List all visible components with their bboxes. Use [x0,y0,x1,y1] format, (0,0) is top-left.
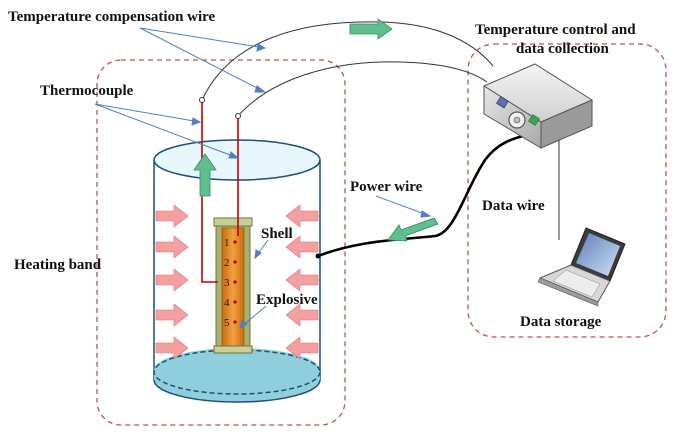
shell-cap [213,217,253,227]
point-dot-2 [233,260,237,264]
power-flow-arrow [387,217,439,242]
cylinder-wall [153,160,321,380]
point-dot-3 [233,280,237,284]
power-cable-terminal [315,253,321,259]
heating-arrows-right [285,204,319,360]
point-dot-1 [233,240,237,244]
label-temperature-compensation-wire: Temperature compensation wire [8,9,216,25]
point-dot-4 [233,300,237,304]
measurement-points: 1 2 3 4 5 [224,237,237,329]
heating-enclosure [96,59,346,426]
controller-box-icon [482,63,594,149]
label-temperature-control-line1: Temperature control and [475,22,636,38]
point-label-5: 5 [224,317,230,329]
label-thermocouple: Thermocouple [40,83,134,99]
shell-foot [213,345,253,354]
cylinder-base [153,349,321,395]
compensation-wire-inner [237,61,488,117]
label-data-wire: Data wire [482,198,545,214]
point-dot-5 [233,320,237,324]
label-temperature-control-line2: data collection [516,41,610,57]
laptop-icon [537,227,626,307]
wire-junction-2 [235,113,241,119]
label-shell: Shell [261,226,293,242]
power-cable [317,133,528,258]
wire-junction-1 [199,97,205,103]
point-label-1: 1 [224,237,230,249]
point-label-3: 3 [224,277,230,289]
point-label-4: 4 [224,297,230,309]
label-power-wire: Power wire [350,179,423,195]
label-explosive: Explosive [256,292,318,308]
heating-arrows-left [155,204,189,360]
cylinder-top [153,139,321,181]
label-heating-band: Heating band [14,257,102,273]
heat-rise-arrow [193,153,217,197]
label-data-storage: Data storage [520,314,602,330]
cylinder-bottom-edge [153,379,321,403]
pointer-lines [94,27,432,330]
point-label-2: 2 [224,257,230,269]
compensation-wire-outer [201,21,494,101]
signal-flow-arrow [349,18,393,40]
